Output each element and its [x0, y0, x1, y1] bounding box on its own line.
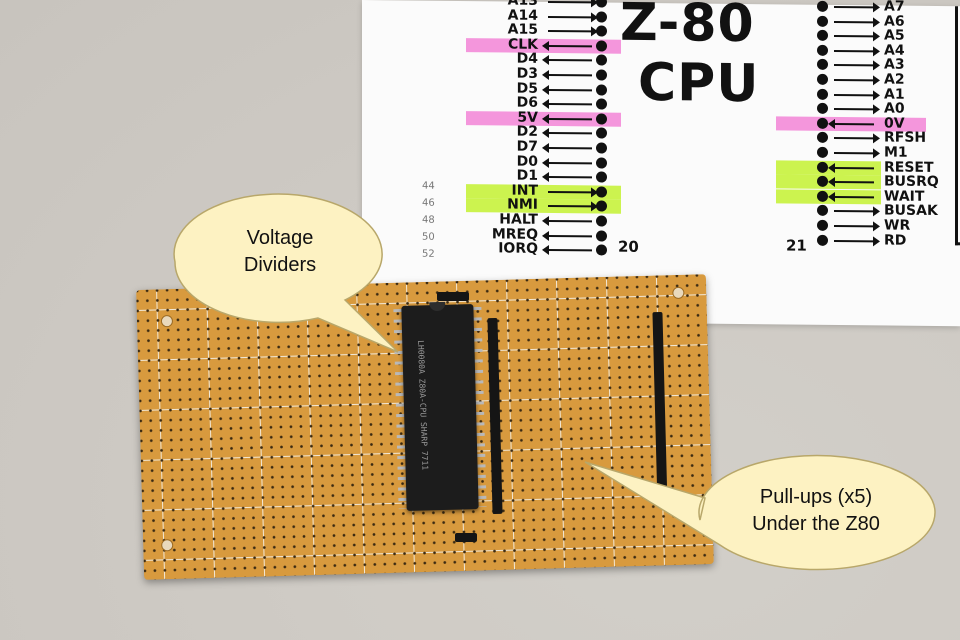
callout-voltage-dividers: Voltage Dividers	[200, 225, 360, 279]
callout-pullups: Pull-ups (x5) Under the Z80	[706, 484, 926, 538]
header-2pin	[455, 533, 477, 542]
callout-line: Under the Z80	[752, 513, 880, 535]
callout-line: Dividers	[243, 254, 317, 276]
callout-voltage-dividers-bubble	[173, 193, 399, 353]
callout-line: Voltage	[246, 227, 314, 249]
callout-pullups-bubble	[584, 454, 936, 571]
callout-line: Pull-ups (x5)	[759, 486, 873, 508]
header-3pin	[437, 292, 469, 301]
